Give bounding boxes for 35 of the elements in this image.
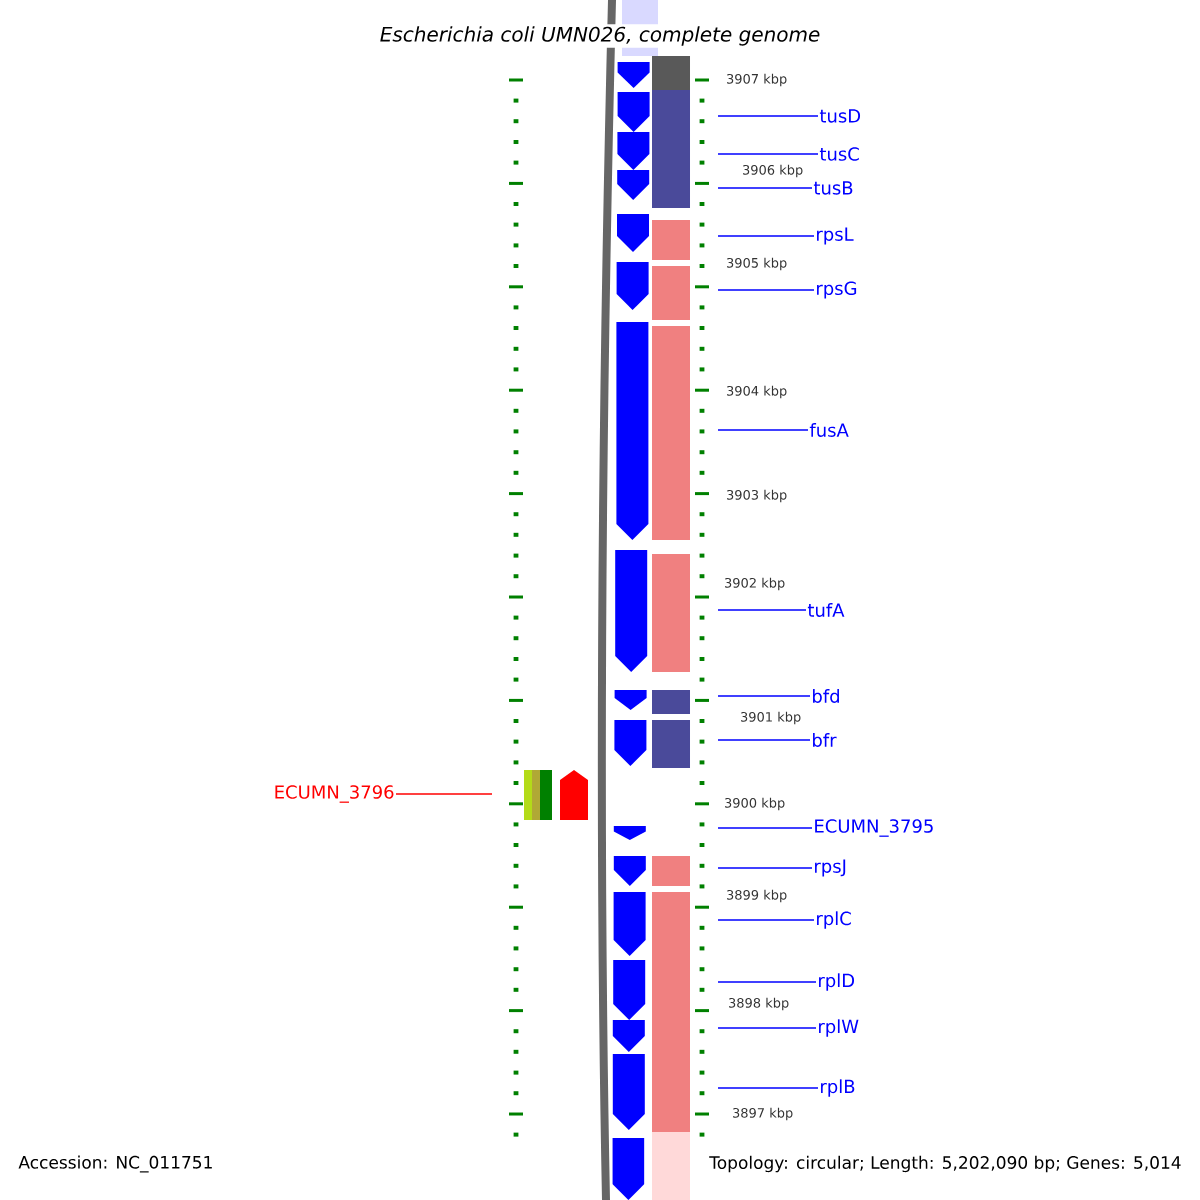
gene-label: rpsJ xyxy=(815,859,846,877)
gene-label: rpsG xyxy=(817,281,857,299)
leader-line xyxy=(717,1027,817,1029)
gene-label: bfd xyxy=(813,689,839,703)
gene-label: ECUMN_3796 xyxy=(275,785,394,803)
gene-label: tufA xyxy=(807,603,845,617)
leader-line xyxy=(717,115,819,117)
gene-label: ECUMN_3795 xyxy=(815,819,933,837)
gene-label: rplW xyxy=(819,1019,859,1037)
gene-label: rpsL xyxy=(817,227,854,245)
leader-line xyxy=(717,235,815,237)
leader-line xyxy=(717,153,819,155)
leader-line xyxy=(717,289,815,291)
leader-line xyxy=(717,695,811,697)
footer-text: Accession: NC_011751 xyxy=(18,1155,212,1173)
leader-line xyxy=(717,187,813,189)
leader-line xyxy=(717,1087,819,1089)
leader-line xyxy=(717,739,811,741)
leader-line xyxy=(717,867,813,869)
leader-line xyxy=(395,793,493,795)
gene-label: rplC xyxy=(817,911,851,929)
leader-line xyxy=(717,919,815,921)
leader-line xyxy=(717,429,809,431)
gene-label: rplB xyxy=(821,1079,855,1097)
footer-text: Topology: circular; Length: 5,202,090 bp; Genes: 5,014 xyxy=(709,1155,1181,1173)
title: Escherichia coli UMN026, complete genome xyxy=(377,24,823,48)
gene-label: tusD xyxy=(819,109,861,123)
leader-line xyxy=(717,609,807,611)
leader-line xyxy=(717,827,813,829)
leader-line xyxy=(717,981,817,983)
gene-label: tusC xyxy=(819,147,859,161)
gene-label: fusA xyxy=(809,423,849,437)
gene-label: bfr xyxy=(813,733,837,747)
gene-label: tusB xyxy=(813,181,853,195)
gene-label: rplD xyxy=(819,973,855,991)
